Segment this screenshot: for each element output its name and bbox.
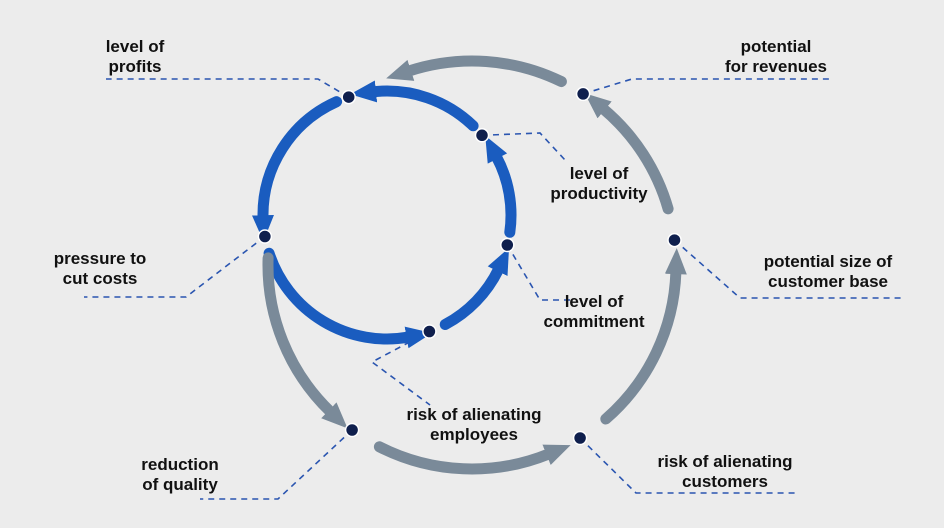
label-line: commitment [543, 312, 644, 331]
arc-employees-to-commitment [439, 247, 510, 330]
node-pressure [257, 229, 273, 244]
arc-productivity-to-profits [350, 80, 479, 132]
node-revenues [575, 86, 591, 102]
leader-lines [84, 78, 905, 500]
label-line: reduction [141, 455, 218, 474]
leader-productivity [481, 132, 566, 161]
label-line: risk of alienating [406, 405, 541, 424]
node-base [667, 232, 682, 248]
leader-customers [579, 437, 797, 494]
label-line: profits [109, 57, 162, 76]
loop-arcs [251, 55, 687, 475]
arc-pressure-to-quality [262, 252, 348, 429]
arc-customers-to-base [600, 248, 687, 425]
arc-revenues-to-profits [386, 55, 567, 88]
node-commitment [500, 237, 515, 253]
leader-pressure [84, 235, 266, 298]
node-customers [572, 430, 588, 446]
label-line: level of [565, 292, 624, 311]
arc-profits-to-pressure [251, 96, 343, 242]
arc-commitment-to-productivity [485, 135, 517, 238]
label-line: risk of alienating [657, 452, 792, 471]
loop-nodes [257, 86, 682, 446]
label-line: employees [430, 425, 518, 444]
arc-pressure-to-employees [263, 247, 433, 349]
label-line: pressure to [54, 249, 147, 268]
arc-quality-to-customers [373, 441, 571, 475]
label-line: customers [682, 472, 768, 491]
node-productivity [474, 128, 490, 143]
label-line: cut costs [63, 269, 138, 288]
label-line: potential [741, 37, 812, 56]
label-line: customer base [768, 272, 888, 291]
label-line: level of [570, 164, 629, 183]
label-line: productivity [550, 184, 648, 203]
leader-employees [370, 330, 431, 406]
node-employees [422, 324, 437, 339]
node-profits [341, 89, 356, 105]
label-line: potential size of [764, 252, 893, 271]
leader-quality [200, 429, 353, 500]
arc-base-to-revenues [584, 93, 674, 215]
label-line: of quality [142, 475, 218, 494]
node-quality [344, 422, 360, 438]
leader-revenues [582, 78, 833, 95]
label-line: for revenues [725, 57, 827, 76]
leader-profits [106, 78, 350, 98]
label-line: level of [106, 37, 165, 56]
